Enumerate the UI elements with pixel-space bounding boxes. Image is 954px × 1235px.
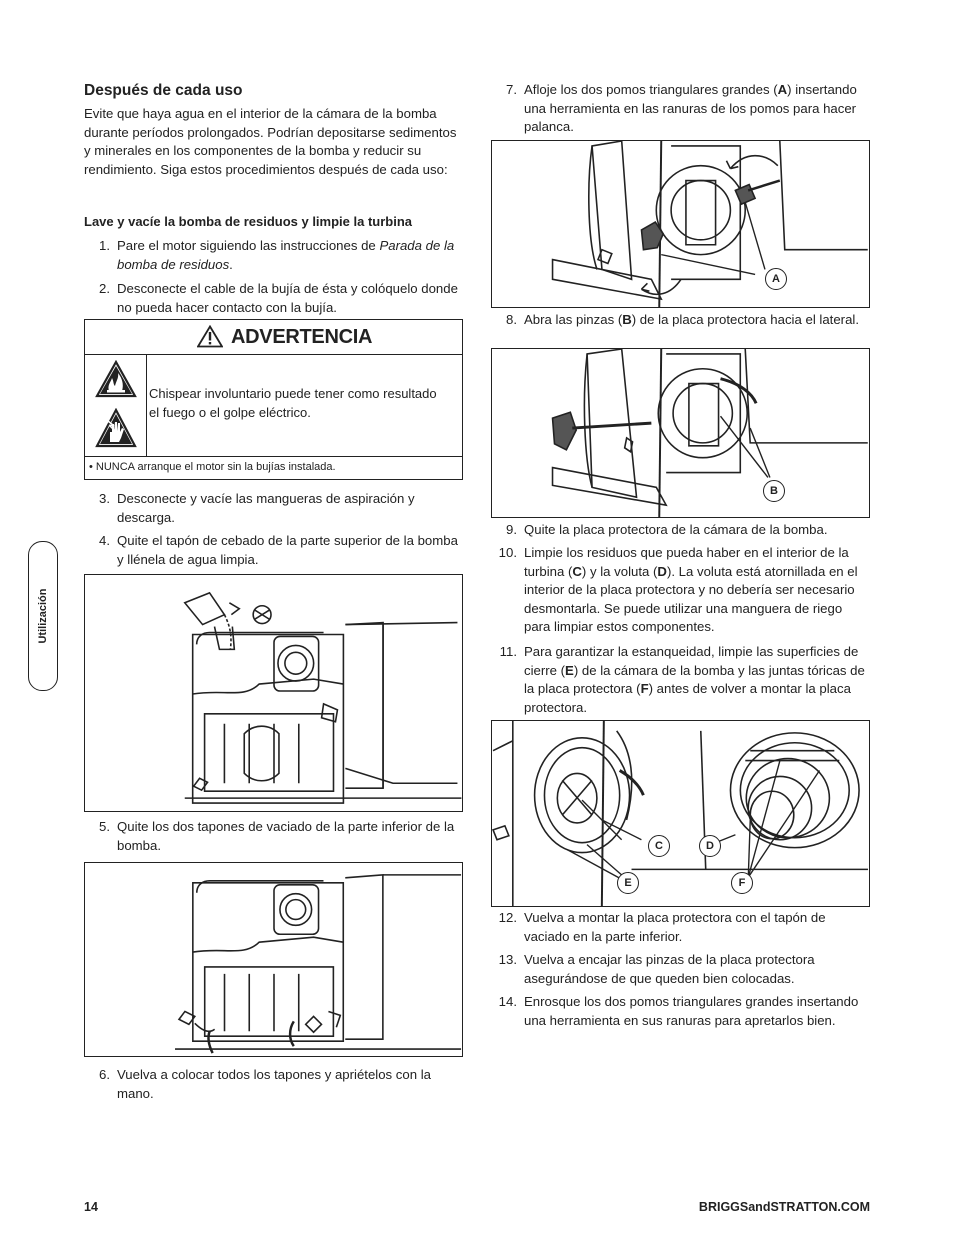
step-2-text: Desconecte el cable de la bujía de ésta …	[117, 281, 458, 315]
step-number: 5.	[99, 819, 110, 834]
step-number: 11.	[499, 644, 517, 659]
warning-box: ADVERTENCIA Chispear involuntario puede …	[84, 319, 463, 480]
step-6-text: Vuelva a colocar todos los tapones y apr…	[117, 1067, 432, 1101]
step-number: 10.	[498, 545, 517, 560]
section-heading: Después de cada uso	[84, 82, 243, 99]
step-number: 3.	[99, 491, 110, 506]
step-3-text: Desconecte y vacíe las mangueras de aspi…	[117, 491, 415, 525]
step-13-text: Vuelva a encajar las pinzas de la placa …	[524, 952, 815, 986]
figure-impeller-volute: C D E F	[491, 720, 870, 907]
step-14-text: Enrosque los dos pomos triangulares gran…	[524, 994, 859, 1028]
figure-fill-pump	[84, 574, 463, 812]
step-number: 7.	[506, 82, 517, 97]
step-1-text: Pare el motor siguiendo las instruccione…	[117, 238, 380, 253]
callout-d: D	[699, 835, 721, 857]
step-number: 1.	[99, 238, 110, 253]
step-4-text: Quite el tapón de cebado de la parte sup…	[117, 533, 458, 567]
step-number: 14.	[498, 994, 517, 1009]
step-number: 9.	[506, 522, 517, 537]
step-number: 8.	[506, 312, 517, 327]
warning-header: ADVERTENCIA	[85, 320, 462, 355]
section-side-tab: Utilización	[28, 541, 58, 691]
warning-title: ADVERTENCIA	[231, 326, 373, 348]
step-5-text: Quite los dos tapones de vaciado de la p…	[117, 819, 455, 853]
side-tab-label: Utilización	[37, 588, 49, 644]
figure-drain-plugs	[84, 862, 463, 1057]
warning-text: Chispear involuntario puede tener como r…	[149, 386, 437, 420]
warning-icons	[85, 354, 147, 456]
step-number: 2.	[99, 281, 110, 296]
clamps-illustration	[551, 349, 868, 517]
step-9-text: Quite la placa protectora de la cámara d…	[524, 522, 828, 537]
pump-fill-illustration	[183, 591, 462, 804]
warning-bullet: • NUNCA arranque el motor sin la bujías …	[89, 461, 336, 473]
step-1-reference: Parada de la bomba de residuos	[117, 238, 455, 272]
callout-f: F	[731, 872, 753, 894]
subheading: Lave y vacíe la bomba de residuos y limp…	[84, 214, 413, 229]
impeller-volute-illustration	[492, 721, 868, 906]
knobs-illustration	[551, 141, 868, 307]
step-number: 4.	[99, 533, 110, 548]
fire-hazard-icon	[95, 360, 137, 398]
step-number: 12.	[498, 910, 517, 925]
step-12-text: Vuelva a montar la placa protectora con …	[524, 910, 826, 944]
intro-paragraph: Evite que haya agua en el interior de la…	[84, 106, 457, 177]
pump-drain-illustration	[175, 874, 462, 1054]
callout-b: B	[763, 480, 785, 502]
step-number: 6.	[99, 1067, 110, 1082]
callout-a: A	[765, 268, 787, 290]
warning-triangle-icon	[197, 325, 223, 348]
page-number: 14	[84, 1200, 98, 1214]
warning-footer: • NUNCA arranque el motor sin la bujías …	[85, 456, 462, 480]
callout-c: C	[648, 835, 670, 857]
electric-shock-hazard-icon	[95, 408, 137, 448]
figure-knobs: A	[491, 140, 870, 308]
website-link[interactable]: BRIGGSandSTRATTON.COM	[698, 1200, 870, 1214]
step-number: 13.	[498, 952, 517, 967]
figure-clamps: B	[491, 348, 870, 518]
callout-e: E	[617, 872, 639, 894]
